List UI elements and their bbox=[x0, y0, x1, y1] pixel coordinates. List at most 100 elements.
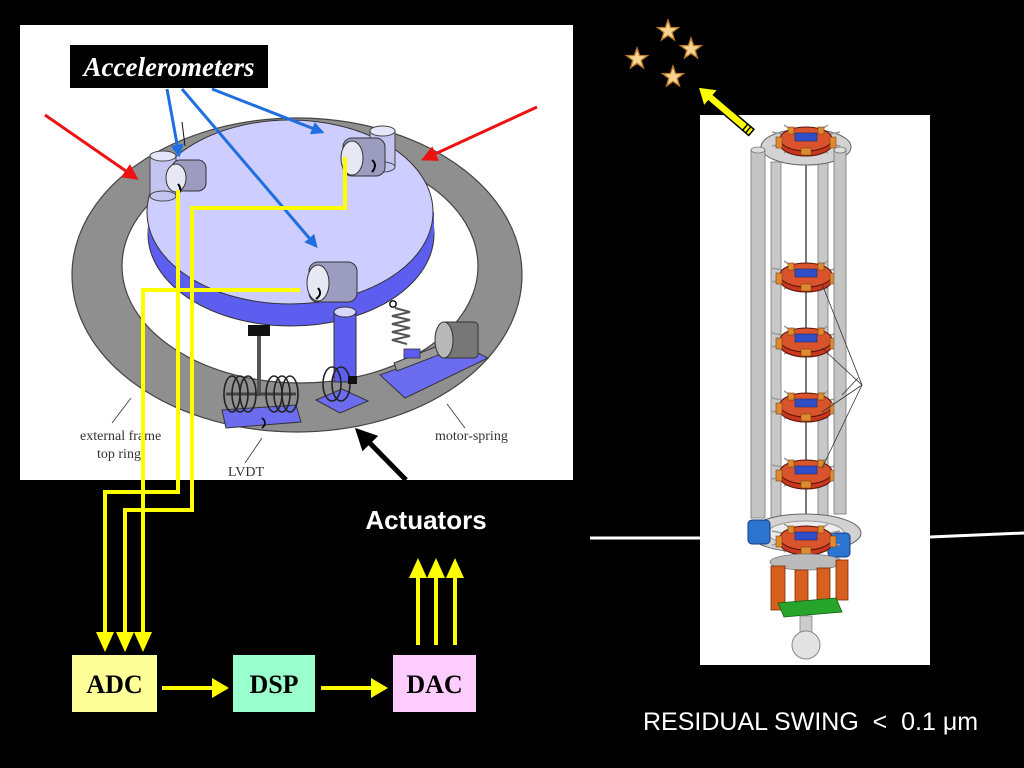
lvdt-label: LVDT bbox=[228, 465, 264, 480]
pointer-arrow-left-accelerometer bbox=[165, 88, 184, 158]
residual-swing-text: RESIDUAL SWING < 0.1 μm bbox=[643, 708, 978, 736]
inverted-pendulum-diagram: external frame top ring LVDT motor-sprin… bbox=[20, 25, 573, 480]
post-top bbox=[149, 150, 177, 162]
fan-line bbox=[841, 377, 859, 396]
spring-clamp bbox=[403, 348, 421, 359]
dac-box bbox=[393, 655, 476, 712]
red-arrow-right bbox=[421, 105, 538, 161]
accelerometers-caption: Accelerometers bbox=[70, 45, 268, 88]
accelerometers-caption-text: Accelerometers bbox=[82, 52, 255, 82]
sky-arrow-shape bbox=[696, 86, 755, 137]
coil-ring bbox=[273, 375, 291, 413]
dac-block: DAC bbox=[393, 655, 476, 712]
accelerometer-face bbox=[165, 163, 187, 193]
bottom-ring-foot bbox=[747, 519, 771, 545]
pointer-arrow-right-accelerometer bbox=[211, 87, 325, 135]
actuators-label: Actuators bbox=[365, 505, 486, 535]
up-arrowhead bbox=[427, 558, 445, 578]
motor-face bbox=[434, 321, 454, 359]
coil-ring bbox=[322, 366, 342, 402]
actuator-leg-top bbox=[333, 306, 357, 318]
accelerometer-pointer-arrows bbox=[165, 87, 325, 248]
actuator-clamp bbox=[348, 376, 357, 384]
signal-line-right-accelerometer bbox=[123, 157, 347, 636]
motor-spring-label-pointer bbox=[446, 403, 466, 429]
ground-line-right bbox=[929, 531, 1024, 539]
post-top bbox=[369, 125, 396, 137]
frame-label-line1: external frame bbox=[80, 429, 161, 444]
down-arrowhead bbox=[96, 632, 114, 652]
mirror bbox=[791, 630, 821, 660]
motor-spring-assembly bbox=[379, 300, 490, 399]
superattenuator-tower bbox=[700, 115, 930, 665]
mirror-payload bbox=[769, 553, 849, 660]
pointer-arrow-bottom-accelerometer bbox=[180, 88, 318, 248]
adc-label: ADC bbox=[86, 670, 142, 699]
fan-line bbox=[821, 283, 863, 386]
accelerometers-caption-box bbox=[70, 45, 268, 88]
accelerometer-bottom bbox=[306, 261, 358, 303]
accelerometer-signal-lines bbox=[103, 157, 347, 636]
post-base bbox=[149, 190, 177, 202]
accelerometer-face bbox=[306, 264, 330, 302]
coil-ring bbox=[231, 375, 249, 413]
sky-arrow-stripe bbox=[742, 123, 749, 131]
tower-column bbox=[833, 149, 847, 515]
pointer-line bbox=[181, 121, 186, 147]
accelerometer-cable bbox=[315, 287, 322, 300]
input-arrows bbox=[44, 105, 538, 180]
adc-box bbox=[72, 655, 157, 712]
accelerometer-cable bbox=[371, 159, 376, 173]
fan-line bbox=[821, 384, 863, 469]
tower-column bbox=[750, 149, 766, 519]
coil-actuator bbox=[314, 306, 370, 414]
lvdt-mount-bar bbox=[248, 325, 270, 336]
marionette-leg bbox=[835, 559, 849, 601]
signal-line-left-accelerometer bbox=[103, 190, 180, 636]
mirror-holder bbox=[799, 615, 813, 633]
up-arrowhead bbox=[446, 558, 464, 578]
tower-panel bbox=[700, 115, 930, 665]
dsp-box bbox=[233, 655, 315, 712]
coil-ring bbox=[281, 375, 299, 413]
fan-line bbox=[821, 347, 863, 386]
spring-anchor bbox=[389, 300, 397, 308]
tower-bottom-ring bbox=[747, 513, 862, 558]
accelerometer-right bbox=[340, 137, 386, 177]
diagram-labels: external frame top ring LVDT motor-sprin… bbox=[80, 397, 508, 480]
marionette-leg bbox=[770, 565, 786, 611]
dsp-label: DSP bbox=[249, 670, 298, 699]
lvdt-assembly bbox=[221, 325, 302, 429]
dsp-to-dac-arrowhead bbox=[371, 678, 388, 698]
adc-block: ADC bbox=[72, 655, 157, 712]
signal-line-bottom-accelerometer bbox=[141, 288, 300, 636]
down-arrowhead bbox=[134, 632, 152, 652]
dsp-block: DSP bbox=[233, 655, 315, 712]
lvdt-label-pointer bbox=[244, 437, 263, 464]
tower-column-top bbox=[750, 146, 766, 154]
spring-icon bbox=[391, 307, 411, 345]
red-arrow-left bbox=[44, 113, 139, 180]
actuators-pointer-arrow bbox=[354, 427, 408, 482]
frame-label-line2: top ring bbox=[97, 447, 141, 462]
frame-label-pointer bbox=[111, 397, 132, 424]
accelerometer-left bbox=[165, 159, 207, 196]
tower-column-top bbox=[833, 146, 847, 154]
sky-arrow-stripe bbox=[745, 126, 752, 134]
tower-wire-fan bbox=[821, 283, 863, 469]
sky-pointer-arrow bbox=[696, 86, 755, 137]
ring-post-left bbox=[149, 150, 177, 202]
coil-ring bbox=[239, 375, 257, 413]
marionette-plate bbox=[777, 597, 843, 618]
motor-spring-label: motor-spring bbox=[435, 429, 508, 444]
lvdt-coil-right bbox=[265, 375, 299, 413]
adc-input-arrowheads bbox=[96, 632, 152, 652]
dac-output-arrows bbox=[409, 558, 464, 645]
down-arrowhead bbox=[116, 632, 134, 652]
dac-label: DAC bbox=[406, 670, 462, 699]
tower-columns-front bbox=[750, 146, 847, 519]
up-arrowhead bbox=[409, 558, 427, 578]
lvdt-cable bbox=[261, 417, 266, 429]
fan-line bbox=[821, 384, 863, 413]
